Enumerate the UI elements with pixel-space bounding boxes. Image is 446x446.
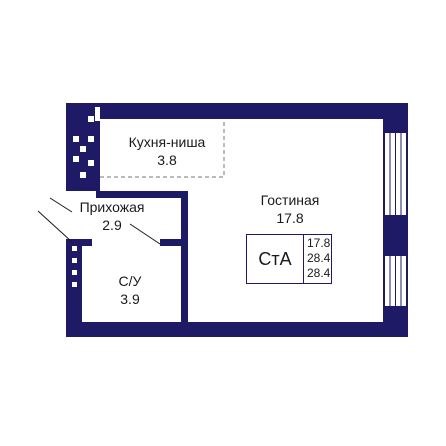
area-summary: 17.8 28.4 28.4 [307, 236, 333, 281]
room-label-hallway: Прихожая 2.9 [66, 198, 158, 234]
room-label-bathroom: С/У 3.9 [105, 272, 155, 308]
left-wall-lower [66, 239, 82, 337]
apartment-type-code: СтА [247, 235, 304, 283]
wall-notch [88, 160, 94, 166]
wall-notch [72, 258, 77, 263]
window-upper [385, 133, 406, 215]
room-name: С/У [118, 273, 142, 289]
room-area: 3.8 [157, 152, 177, 168]
partition-bath-top [160, 239, 188, 246]
partition-bath-left-stub [82, 239, 92, 246]
room-area: 2.9 [102, 217, 122, 233]
area-total-with-balcony: 28.4 [307, 266, 331, 280]
wall-notch [88, 116, 94, 122]
wall-notch [72, 246, 77, 251]
room-name: Гостиная [260, 192, 320, 208]
partition-hall-top [96, 191, 187, 198]
wall-notch [95, 107, 100, 121]
entry-opening [66, 191, 82, 239]
room-name: Прихожая [79, 199, 145, 215]
wall-notch [72, 270, 77, 275]
room-area: 3.9 [120, 291, 140, 307]
wall-notch [80, 172, 86, 178]
wall-notch [88, 136, 94, 142]
room-label-kitchen: Кухня-ниша 3.8 [113, 133, 221, 169]
room-label-living: Гостиная 17.8 [245, 191, 335, 227]
wall-notch [80, 146, 86, 152]
room-name: Кухня-ниша [128, 134, 206, 150]
wall-notch [73, 156, 79, 162]
wall-notch [72, 282, 77, 287]
wall-notch [73, 136, 79, 142]
entry-door-leaf [37, 210, 73, 243]
window-lower [385, 256, 406, 306]
area-total: 28.4 [307, 251, 331, 265]
room-area: 17.8 [276, 210, 304, 226]
partition-bath-right [181, 191, 188, 322]
area-living: 17.8 [307, 236, 331, 250]
bath-door-leaf [129, 223, 161, 245]
entry-door-leaf [49, 197, 73, 213]
kitchen-niche-boundary [100, 119, 225, 178]
apartment-info-box: СтА 17.8 28.4 28.4 [246, 234, 332, 284]
